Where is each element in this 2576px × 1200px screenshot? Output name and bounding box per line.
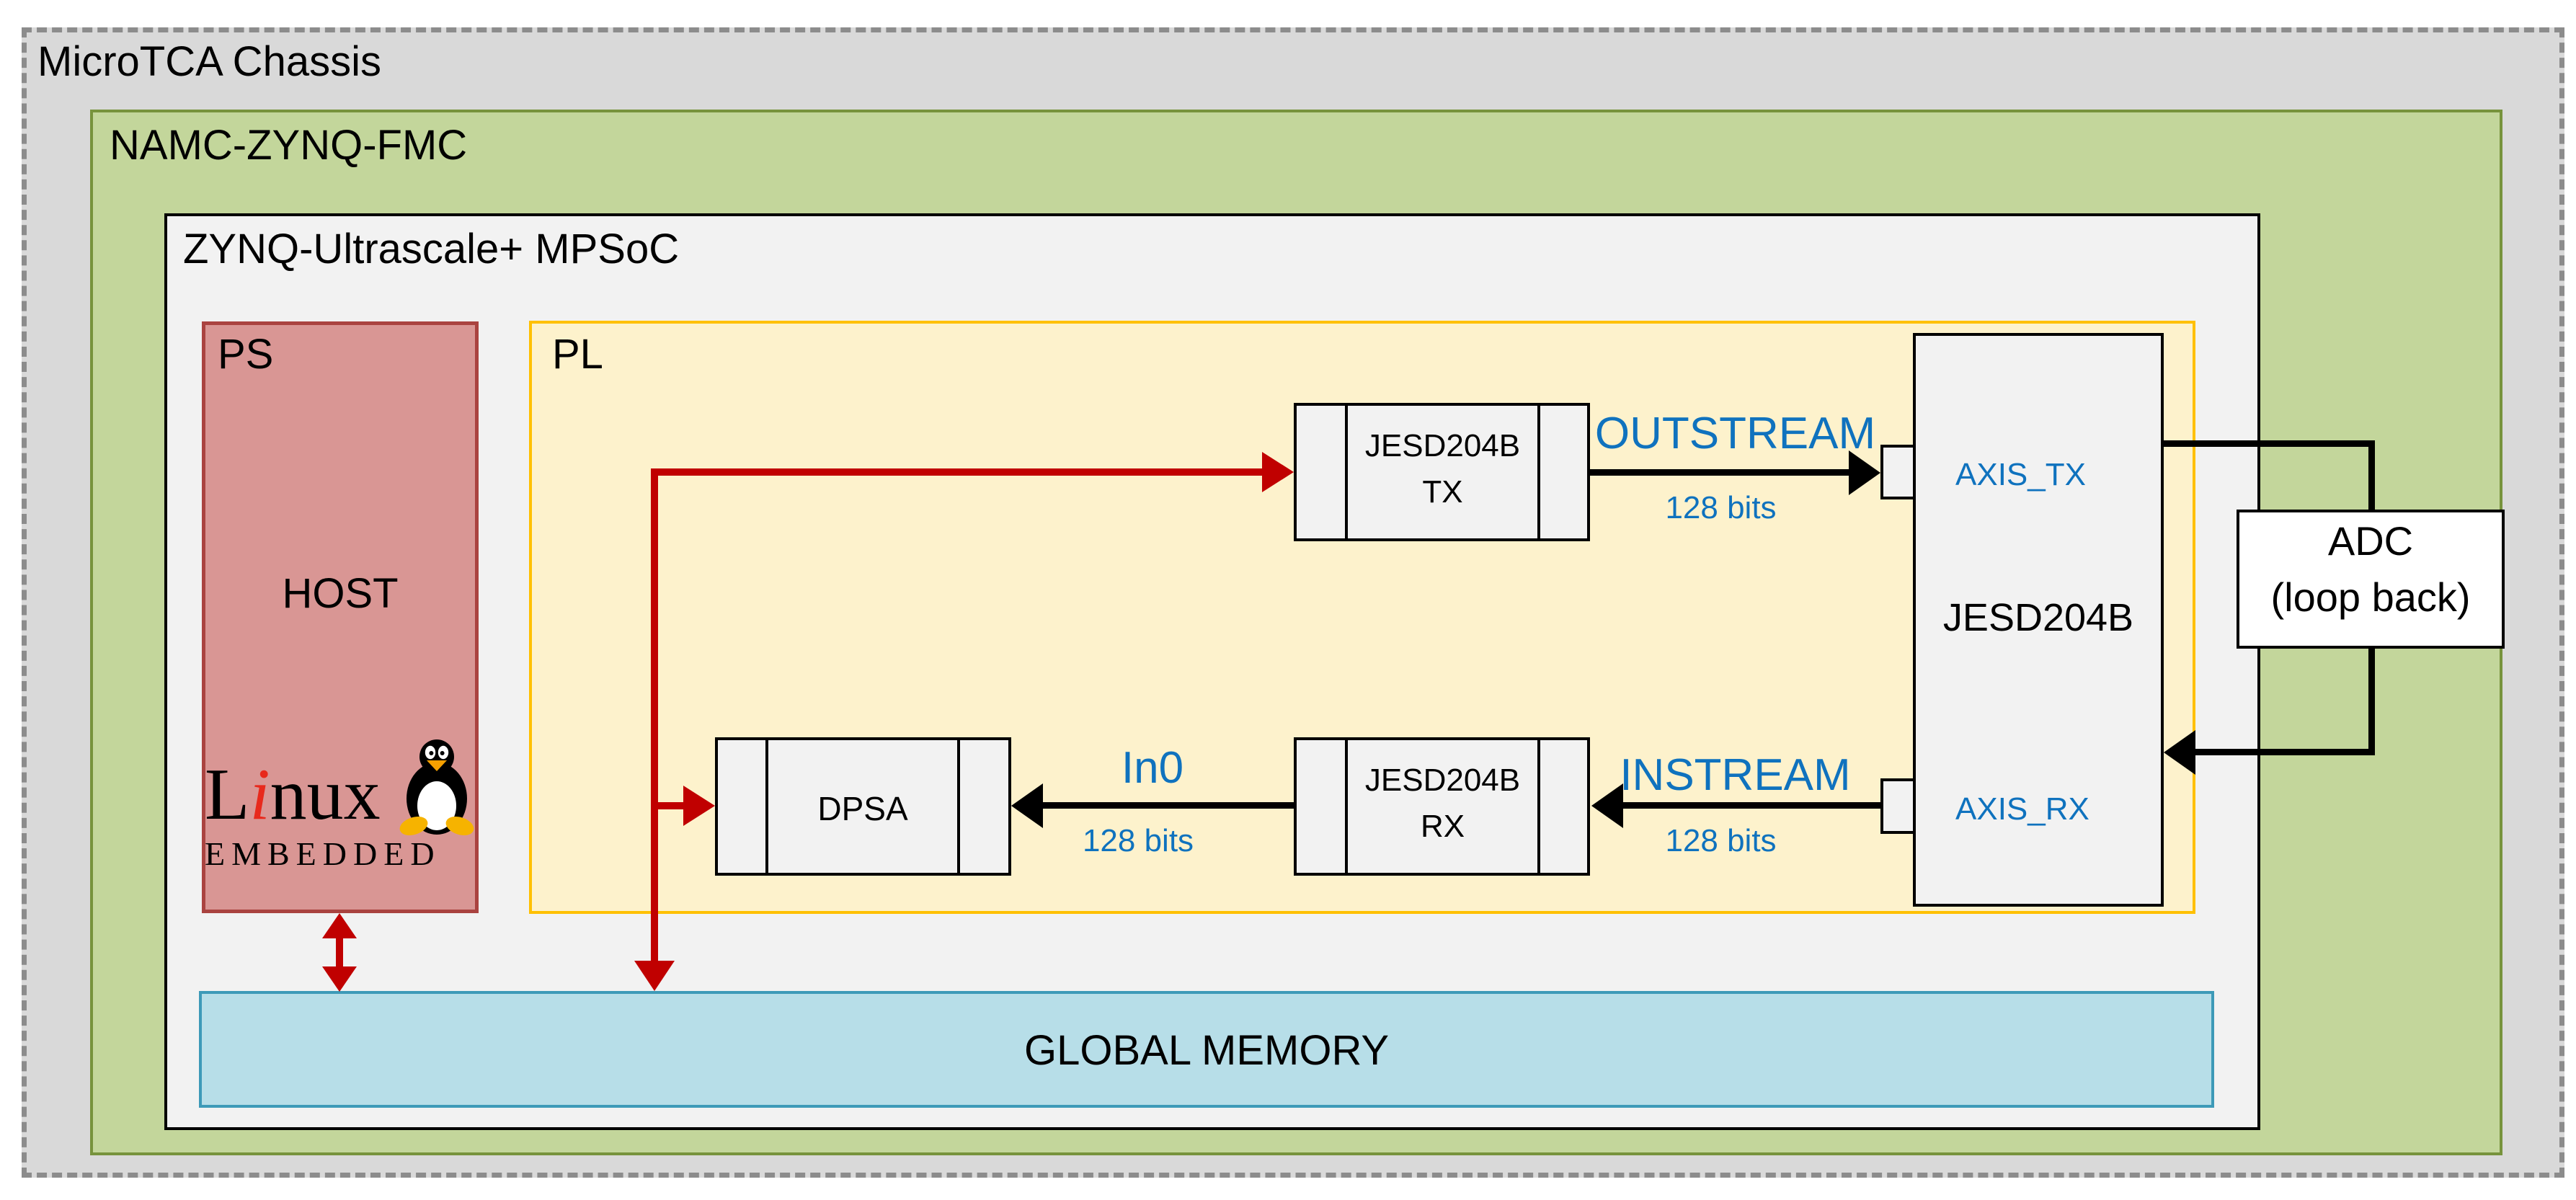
outstream-width-label: 128 bits — [1665, 490, 1777, 525]
loopback-return-arrowhead — [2164, 730, 2195, 775]
jesd204b-core-label: JESD204B — [1942, 596, 2134, 639]
instream-label: INSTREAM — [1620, 750, 1851, 800]
red-bus-vertical-line — [651, 468, 658, 961]
instream-arrowhead — [1591, 783, 1623, 828]
global-memory-label: GLOBAL MEMORY — [1023, 1027, 1390, 1074]
instream-arrow-line — [1622, 802, 1880, 809]
linux-logo-letter-i: i — [249, 754, 270, 835]
jesd204b-core-block — [1913, 333, 2164, 907]
jesd204b-rx-label-line1: JESD204B — [1364, 763, 1521, 798]
jesd204b-tx-label-line1: JESD204B — [1364, 428, 1521, 463]
in0-label: In0 — [1121, 743, 1184, 793]
axis-rx-port — [1880, 778, 1916, 834]
board-title: NAMC-ZYNQ-FMC — [110, 122, 468, 169]
adc-label-line2: (loop back) — [2270, 574, 2471, 620]
loopback-return-down-line — [2368, 649, 2375, 752]
loopback-top-line — [2164, 440, 2375, 447]
soc-title: ZYNQ-Ultrascale+ MPSoC — [183, 226, 680, 272]
rx-right-port-strip — [1537, 740, 1540, 873]
outstream-arrowhead — [1849, 450, 1880, 495]
loopback-down-line — [2368, 440, 2375, 510]
linux-logo-letter-l: L — [205, 754, 250, 835]
tx-left-port-strip — [1345, 406, 1348, 538]
adc-label-line1: ADC — [2327, 518, 2414, 564]
chassis-title: MicroTCA Chassis — [37, 38, 381, 85]
dpsa-block — [715, 737, 1011, 876]
red-arrowhead-to-tx — [1262, 452, 1294, 492]
in0-arrowhead — [1011, 783, 1043, 828]
dpsa-left-port-strip — [765, 740, 768, 873]
jesd204b-rx-label-line2: RX — [1420, 809, 1465, 844]
pl-title: PL — [552, 331, 603, 378]
tux-penguin-icon — [399, 739, 474, 835]
dpsa-label: DPSA — [817, 790, 908, 827]
global-memory-block — [199, 991, 2214, 1108]
red-arrowhead-to-memory — [634, 961, 675, 991]
jesd204b-tx-block — [1294, 403, 1590, 541]
axis-tx-label: AXIS_TX — [1955, 457, 2086, 492]
jesd204b-tx-label-line2: TX — [1422, 474, 1463, 510]
in0-arrow-line — [1043, 802, 1294, 809]
tx-right-port-strip — [1537, 406, 1540, 538]
ps-memory-link-shaft — [336, 937, 343, 969]
instream-width-label: 128 bits — [1665, 823, 1777, 858]
red-arrowhead-to-dpsa — [683, 786, 715, 826]
linux-embedded-logo: Linux EMBEDDED — [205, 732, 479, 874]
dpsa-right-port-strip — [957, 740, 960, 873]
ps-title: PS — [218, 331, 274, 378]
outstream-label: OUTSTREAM — [1594, 409, 1876, 458]
axis-rx-label: AXIS_RX — [1955, 791, 2089, 827]
rx-left-port-strip — [1345, 740, 1348, 873]
linux-logo-subtitle: EMBEDDED — [205, 835, 441, 872]
red-branch-to-dpsa — [651, 802, 685, 809]
ps-host-label: HOST — [282, 570, 399, 617]
jesd204b-rx-block — [1294, 737, 1590, 876]
ps-memory-arrowhead-down — [322, 966, 357, 992]
adc-loopback-block — [2237, 510, 2505, 649]
ps-memory-arrowhead-up — [322, 913, 357, 938]
axis-tx-port — [1880, 445, 1916, 499]
red-bus-horizontal-line — [651, 468, 1265, 476]
outstream-arrow-line — [1590, 469, 1850, 476]
linux-logo-letters-rest: nux — [270, 754, 381, 835]
loopback-return-line — [2194, 749, 2375, 755]
in0-width-label: 128 bits — [1082, 823, 1194, 858]
